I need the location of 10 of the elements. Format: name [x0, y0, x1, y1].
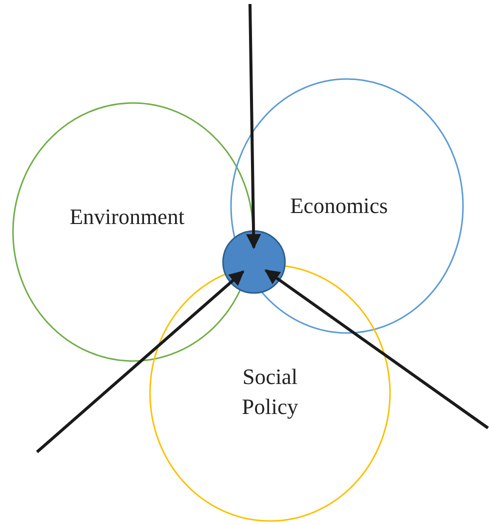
arrow: [36, 270, 244, 454]
venn-circle: [12, 102, 254, 362]
circle-label: Social Policy: [240, 363, 300, 421]
venn-circle: [149, 264, 391, 522]
venn-circle: [230, 78, 464, 334]
circle-label: Economics: [289, 192, 389, 220]
arrow: [246, 4, 262, 250]
circle-label: Environment: [68, 203, 186, 231]
arrow: [264, 269, 489, 430]
hub-circle: [222, 230, 286, 294]
